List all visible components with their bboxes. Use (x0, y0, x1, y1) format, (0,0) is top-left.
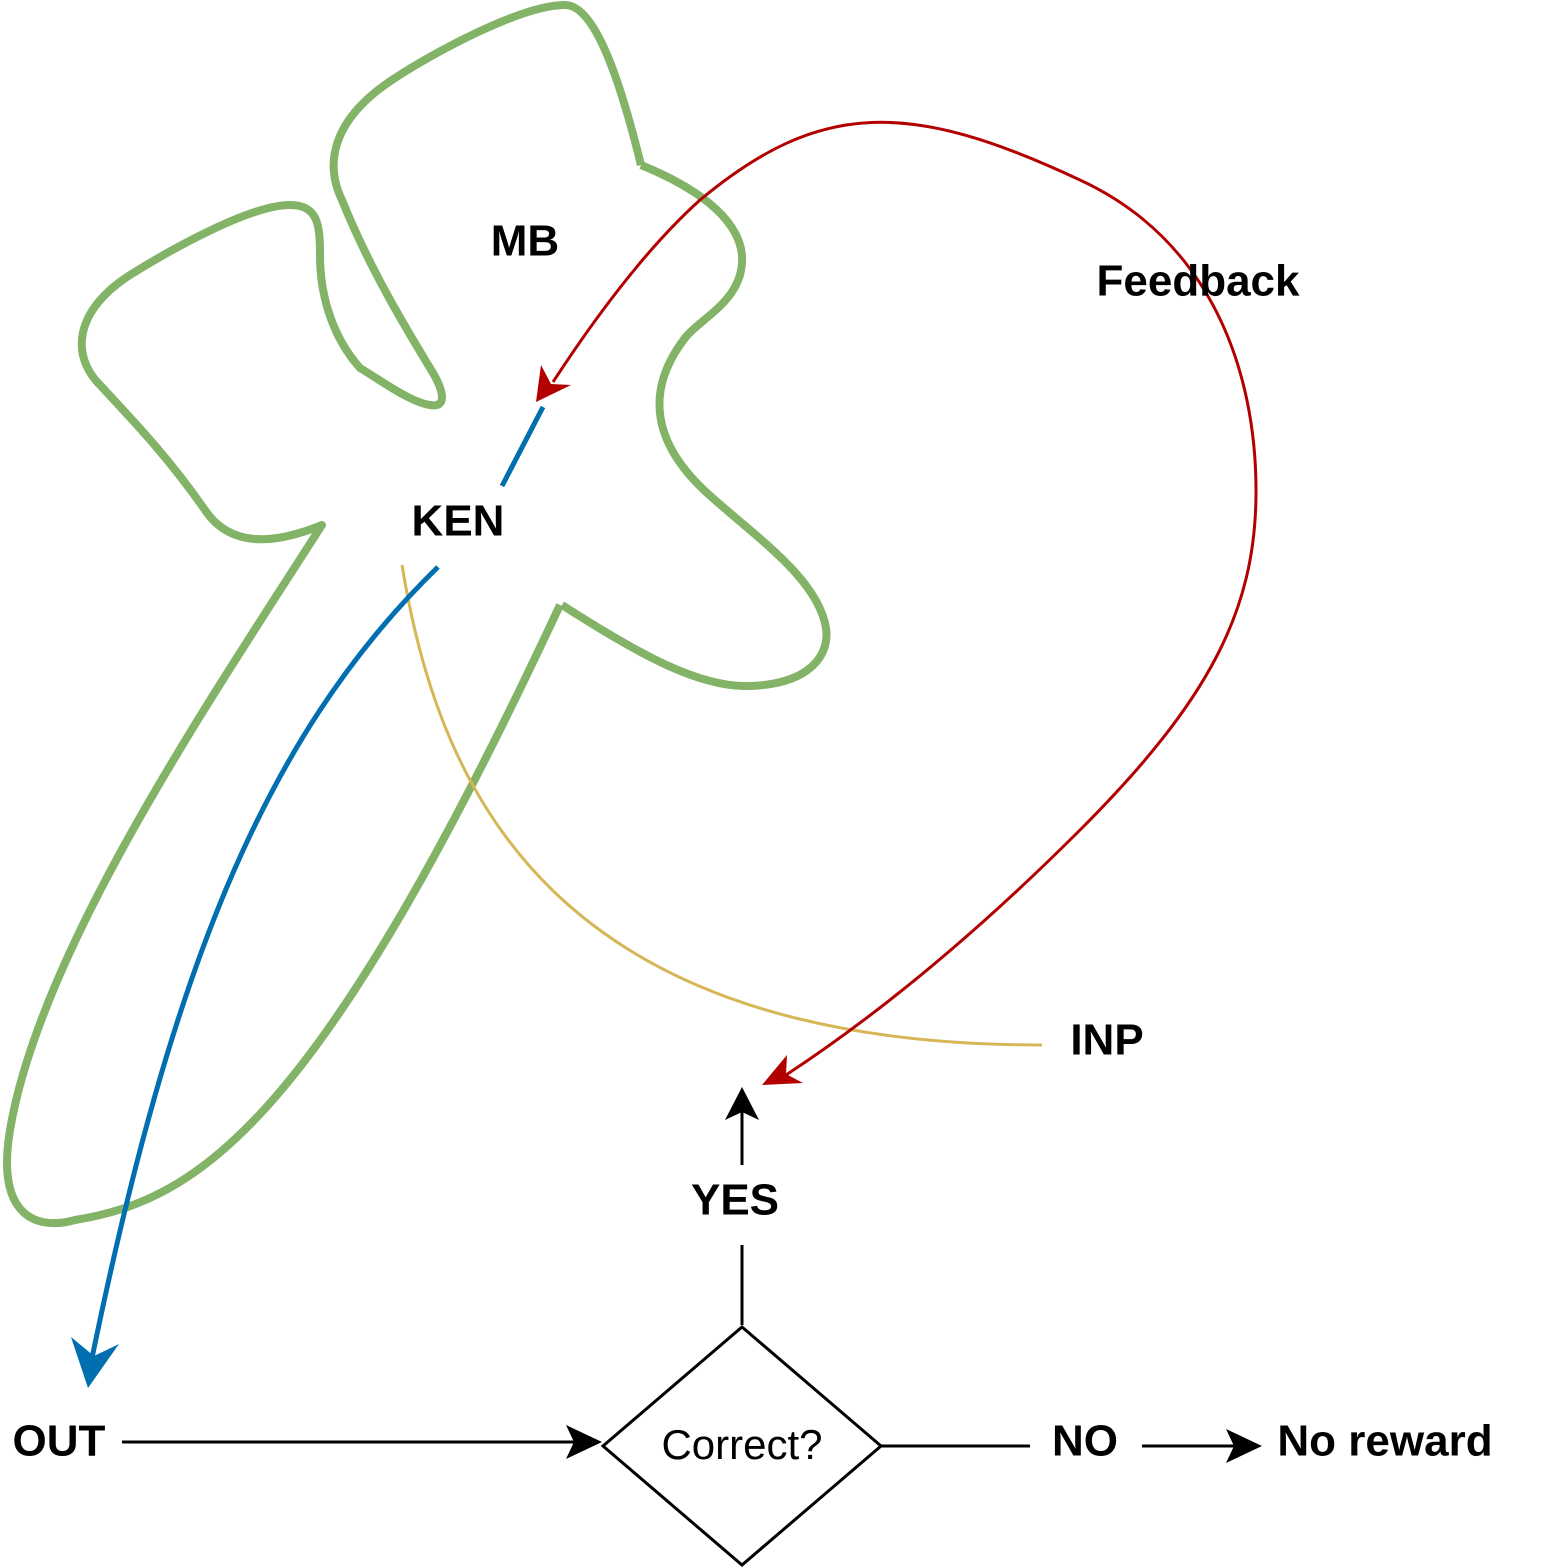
feedback-loop-line (551, 120, 1258, 1077)
feedback-arrowhead-from-yes (762, 1055, 803, 1085)
label-mb: MB (491, 217, 559, 266)
ken-output-arrow-line (89, 565, 440, 1359)
ken-input-segment (499, 405, 546, 488)
no-to-noreward-arrowhead (1226, 1429, 1262, 1463)
feedback-arrowhead-to-ken (536, 365, 571, 402)
out-to-decision-arrowhead (566, 1425, 602, 1459)
ken-output-arrowhead (71, 1337, 119, 1388)
yes-arrowhead (725, 1087, 759, 1120)
mushroom-body-calyx-lobe (559, 161, 831, 691)
label-ken: KEN (412, 497, 505, 546)
label-inp: INP (1070, 1016, 1143, 1065)
input-tract-line (400, 564, 1043, 1047)
mushroom-body-outline (3, 1, 645, 1228)
label-feedback: Feedback (1097, 257, 1301, 306)
label-out: OUT (13, 1417, 106, 1466)
decision-diamond (600, 1325, 884, 1567)
label-no: NO (1052, 1417, 1118, 1466)
label-decision: Correct? (661, 1421, 822, 1468)
label-yes: YES (691, 1176, 779, 1225)
label-no-reward: No reward (1277, 1417, 1492, 1466)
